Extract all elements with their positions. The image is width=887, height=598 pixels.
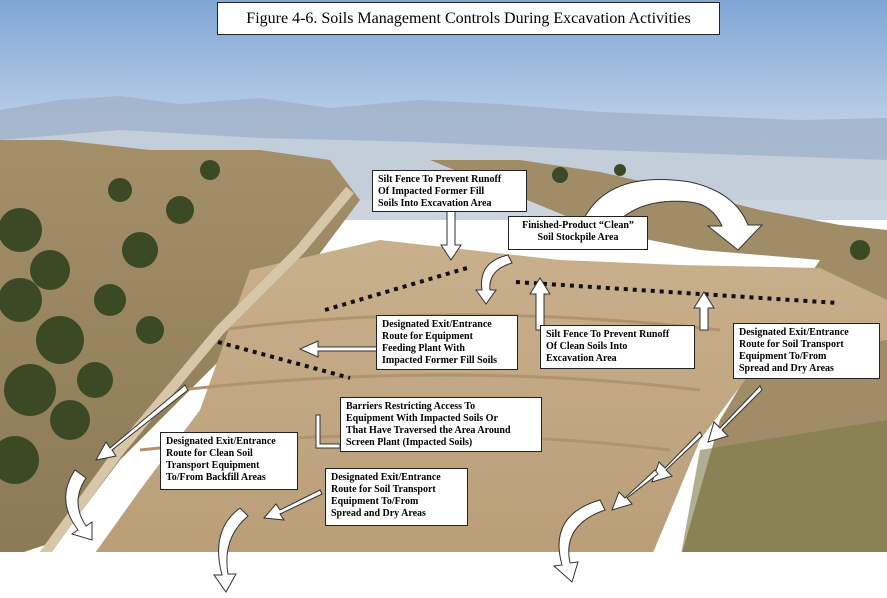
curved-arrow-top	[577, 179, 764, 251]
silt-fence-lines	[217, 266, 839, 380]
figure-title: Figure 4-6. Soils Management Controls Du…	[217, 2, 720, 35]
callout-exit-backfill: Designated Exit/Entrance Route for Clean…	[160, 432, 298, 490]
callout-silt-fence-clean: Silt Fence To Prevent Runoff Of Clean So…	[540, 325, 695, 369]
callout-exit-feeding-plant: Designated Exit/Entrance Route for Equip…	[376, 315, 518, 370]
left-hillside	[0, 140, 360, 560]
callout-exit-spread-dry-right: Designated Exit/Entrance Route for Soil …	[733, 323, 880, 379]
trees	[0, 160, 870, 484]
arrow-spread-dry-right	[707, 385, 763, 443]
curved-arrows-bottom	[65, 469, 606, 593]
callout-silt-fence-former-fill: Silt Fence To Prevent Runoff Of Impacted…	[372, 170, 527, 212]
callout-barriers: Barriers Restricting Access To Equipment…	[340, 397, 542, 452]
callout-clean-stockpile: Finished-Product “Clean” Soil Stockpile …	[508, 216, 648, 250]
callout-exit-spread-dry-center: Designated Exit/Entrance Route for Soil …	[325, 468, 468, 526]
haul-road	[35, 186, 354, 563]
